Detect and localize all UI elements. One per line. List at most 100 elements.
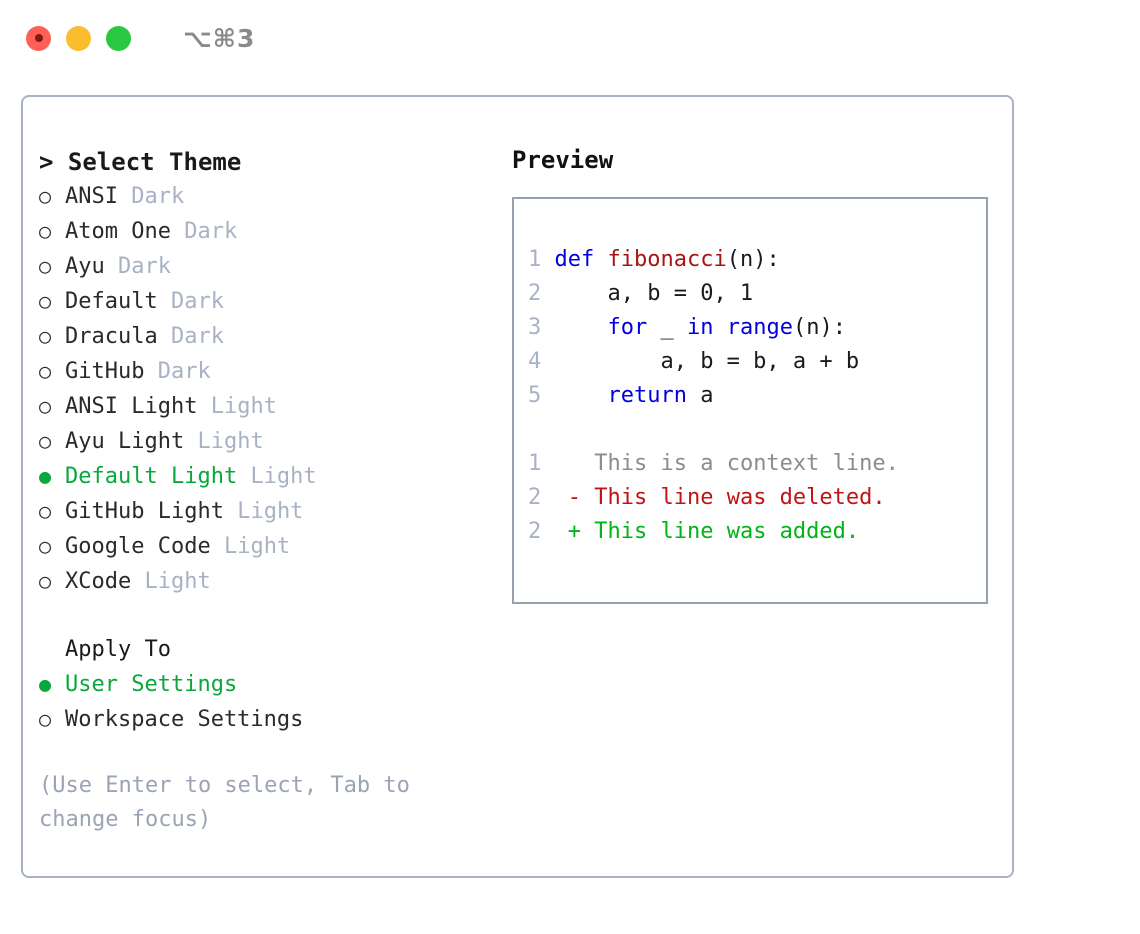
preview-title: Preview: [512, 146, 614, 174]
theme-name: Dracula: [65, 324, 158, 349]
theme-list-item[interactable]: ○XCode Light: [39, 564, 493, 599]
code-token: in: [686, 315, 714, 340]
radio-unselected-icon[interactable]: ○: [39, 499, 52, 523]
code-line: 2 a, b = 0, 1: [528, 277, 986, 311]
radio-unselected-icon[interactable]: ○: [39, 219, 52, 243]
radio-unselected-icon[interactable]: ○: [39, 184, 52, 208]
line-number: 3: [528, 315, 542, 340]
radio-selected-icon[interactable]: ●: [39, 672, 52, 696]
maximize-button[interactable]: [106, 25, 131, 51]
diff-marker: +: [567, 519, 581, 544]
diff-line: 1 This is a context line.: [528, 447, 986, 481]
theme-variant-badge: Light: [223, 534, 291, 559]
theme-name: ANSI Light: [65, 394, 198, 419]
theme-name: Ayu Light: [65, 429, 185, 454]
theme-list-item[interactable]: ○GitHub Dark: [39, 354, 493, 389]
theme-list-item[interactable]: ○ GitHub Light Light: [39, 494, 493, 529]
label-badge-gap: [158, 320, 171, 354]
line-number: 1: [528, 451, 542, 476]
gutter-gap: [541, 485, 568, 510]
theme-list-item[interactable]: ○Atom One Dark: [39, 214, 493, 249]
radio-unselected-icon[interactable]: ○: [39, 289, 52, 313]
apply-to-label: Workspace Settings: [65, 707, 304, 732]
radio-unselected-icon[interactable]: ○: [39, 569, 52, 593]
title-bar: ⌥⌘3: [0, 0, 1140, 76]
diff-sample: 1 This is a context line.2 - This line w…: [528, 447, 986, 549]
theme-list-item[interactable]: ○ ANSI Dark: [39, 179, 493, 214]
marker-gap: [581, 451, 594, 476]
theme-variant-badge: Dark: [131, 184, 185, 209]
theme-list-item[interactable]: ○ Ayu Light Light: [39, 424, 493, 459]
code-line: 3 for _ in range(n):: [528, 311, 986, 345]
code-token: _: [647, 315, 687, 340]
code-line: 4 a, b = b, a + b: [528, 345, 986, 379]
theme-list-item[interactable]: ○ Default Dark: [39, 284, 493, 319]
radio-unselected-icon[interactable]: ○: [39, 394, 52, 418]
marker-gap: [581, 485, 594, 510]
line-number: 5: [528, 383, 542, 408]
apply-to-item[interactable]: ○ Workspace Settings: [39, 702, 493, 737]
label-badge-gap: [197, 390, 210, 424]
theme-variant-badge: Light: [197, 429, 264, 454]
minimize-button[interactable]: [66, 25, 91, 51]
theme-name: GitHub Light: [65, 499, 224, 524]
theme-variant-badge: Light: [250, 464, 317, 489]
theme-variant-badge: Dark: [170, 324, 224, 349]
line-number: 4: [528, 349, 542, 374]
label-badge-gap: [211, 530, 224, 564]
label-badge-gap: [131, 565, 144, 599]
code-token: [555, 315, 608, 340]
code-line: 1 def fibonacci(n):: [528, 243, 986, 277]
radio-unselected-icon[interactable]: ○: [39, 254, 52, 278]
select-theme-header: > Select Theme: [39, 148, 242, 176]
label-badge-gap: [171, 215, 184, 249]
apply-to-header: Apply To: [65, 637, 171, 662]
theme-list-item[interactable]: ○ Dracula Dark: [39, 319, 493, 354]
theme-variant-badge: Light: [237, 499, 304, 524]
theme-list-item[interactable]: ○ANSI Light Light: [39, 389, 493, 424]
theme-variant-badge: Dark: [170, 289, 224, 314]
code-token: a: [686, 383, 714, 408]
line-number: 1: [528, 247, 542, 272]
close-button[interactable]: [26, 25, 51, 51]
line-number: 2: [528, 485, 542, 510]
code-token: a, b = b, a + b: [554, 349, 860, 374]
theme-list-item[interactable]: ●Default Light Light: [39, 459, 493, 494]
line-number: 2: [528, 281, 542, 306]
radio-unselected-icon[interactable]: ○: [39, 707, 52, 731]
radio-selected-icon[interactable]: ●: [39, 464, 52, 488]
theme-list-item[interactable]: ○Google Code Light: [39, 529, 493, 564]
apply-to-item[interactable]: ●User Settings: [39, 667, 493, 702]
code-token: def: [554, 247, 608, 272]
gutter-gap: [541, 519, 568, 544]
code-line: 5 return a: [528, 379, 986, 413]
label-badge-gap: [105, 250, 118, 284]
code-token: for: [607, 315, 648, 340]
theme-name: Default: [65, 289, 158, 314]
radio-unselected-icon[interactable]: ○: [39, 429, 52, 453]
code-token: a, b = 0, 1: [554, 281, 754, 306]
diff-marker: [568, 451, 581, 476]
radio-unselected-icon[interactable]: ○: [39, 359, 52, 383]
code-token: [555, 383, 608, 408]
diff-marker: -: [567, 485, 581, 510]
list-spacer: [39, 599, 493, 633]
theme-name: ANSI: [65, 184, 118, 209]
theme-list[interactable]: ○ANSI Dark○Atom One Dark○Ayu Dark○Defaul…: [39, 179, 493, 599]
radio-unselected-icon[interactable]: ○: [39, 324, 52, 348]
keyboard-hint: (Use Enter to select, Tab to change focu…: [39, 773, 424, 832]
apply-to-list[interactable]: ●User Settings ○ Workspace Settings: [39, 667, 493, 737]
theme-variant-badge: Light: [144, 569, 211, 594]
marker-gap: [581, 519, 594, 544]
gutter-gap: [541, 281, 554, 306]
code-token: range: [726, 315, 793, 340]
label-badge-gap: [237, 460, 250, 494]
theme-list-item[interactable]: ○Ayu Dark: [39, 249, 493, 284]
gutter-gap: [541, 247, 554, 272]
radio-unselected-icon[interactable]: ○: [39, 534, 52, 558]
code-token: [713, 315, 726, 340]
line-number: 2: [528, 519, 542, 544]
gutter-gap: [541, 451, 568, 476]
